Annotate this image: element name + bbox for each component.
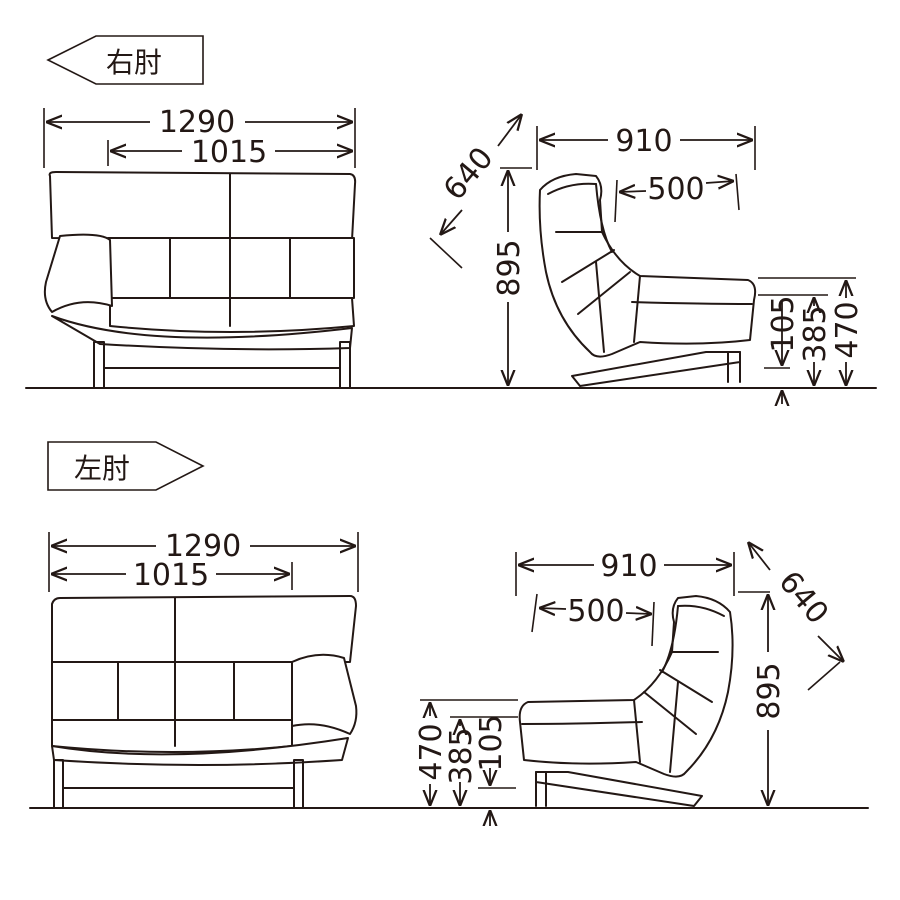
left-side-depth-total-label: 910 [600, 549, 657, 584]
right-arm-tag-label: 右肘 [106, 46, 162, 79]
left-side-headrest-tilt-label: 640 [771, 565, 835, 631]
right-side-depth-total-label: 910 [615, 124, 672, 159]
right-side-height-total-dim: 895 [492, 170, 527, 386]
left-front-width-seat-dim: 1015 [51, 558, 293, 593]
left-side-depth-total-dim: 910 [515, 549, 735, 596]
right-side-headrest-tilt-label: 640 [437, 141, 501, 207]
right-front-width-total-dim: 1290 [43, 105, 356, 168]
left-front-sofa [51, 595, 358, 809]
left-side-height-stack-dim: 470 385 105 [414, 699, 518, 826]
left-side-seat-depth-dim: 500 [531, 593, 655, 647]
left-front-width-total-dim: 1290 [48, 529, 359, 592]
left-side-sofa [518, 595, 734, 807]
left-side-leg-clearance-label: 105 [474, 714, 509, 771]
left-side-seat-height-label: 385 [444, 727, 479, 784]
right-side-seat-height-label: 385 [798, 305, 833, 362]
right-arm-tag: 右肘 [46, 35, 204, 85]
right-front-sofa [43, 171, 357, 389]
right-side-leg-clearance-label: 105 [766, 295, 801, 352]
right-front-width-seat-dim: 1015 [107, 135, 353, 170]
right-side-height-total-label: 895 [492, 239, 527, 296]
right-side-arm-height-label: 470 [830, 301, 865, 358]
left-side-height-total-label: 895 [752, 662, 787, 719]
left-arm-tag-label: 左肘 [74, 452, 130, 485]
right-side-height-stack-dim: 470 385 105 [758, 277, 865, 404]
left-front-width-seat-label: 1015 [133, 558, 209, 593]
right-front-width-seat-label: 1015 [191, 135, 267, 170]
left-arm-tag: 左肘 [47, 441, 205, 491]
left-side-seat-depth-label: 500 [567, 594, 624, 629]
right-side-seat-depth-dim: 500 [614, 172, 740, 223]
right-front-width-total-label: 1290 [159, 105, 235, 140]
right-side-seat-depth-label: 500 [647, 172, 704, 207]
right-side-depth-total-dim: 910 [536, 124, 756, 170]
left-side-arm-height-label: 470 [414, 723, 449, 780]
left-front-width-total-label: 1290 [165, 529, 241, 564]
right-side-sofa [538, 173, 757, 387]
left-side-height-total-dim: 895 [752, 594, 787, 806]
